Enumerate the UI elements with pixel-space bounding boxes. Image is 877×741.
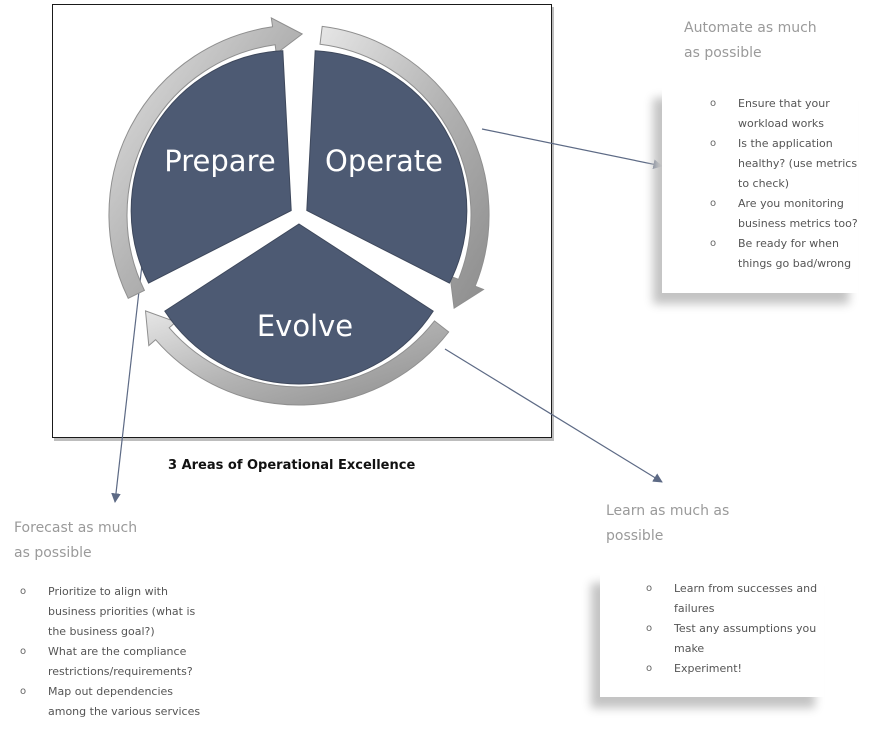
list-item: o Prioritize to align with business prio… — [20, 582, 200, 642]
bullet-icon: o — [646, 583, 653, 594]
bullet-line: things go bad/wrong — [738, 257, 852, 270]
list-item: o Be ready for when things go bad/wrong — [710, 234, 858, 274]
bullet-icon: o — [710, 98, 717, 109]
bullet-line: Are you monitoring — [738, 197, 844, 210]
bullet-line: business priorities (what is — [48, 605, 196, 618]
heading-automate-line2: as possible — [684, 45, 762, 61]
bullet-icon: o — [646, 623, 653, 634]
bullet-line: the business goal?) — [48, 625, 155, 638]
segment-label-prepare: Prepare — [164, 144, 275, 178]
segment-label-operate: Operate — [325, 144, 443, 178]
bullet-line: Learn from successes and — [674, 582, 818, 595]
heading-learn-line2: possible — [606, 528, 664, 544]
heading-forecast: Forecast as much as possible — [14, 516, 137, 566]
bullet-line: restrictions/requirements? — [48, 665, 193, 678]
bullet-icon: o — [710, 238, 717, 249]
heading-automate: Automate as much as possible — [684, 16, 817, 66]
bullet-line: make — [674, 642, 705, 655]
list-item: o Is the application healthy? (use metri… — [710, 134, 858, 194]
bullet-icon: o — [646, 663, 653, 674]
bullet-line: healthy? (use metrics — [738, 157, 858, 170]
bullet-icon: o — [20, 686, 27, 697]
bullet-icon: o — [20, 646, 27, 657]
bullet-line: Test any assumptions you — [674, 622, 817, 635]
bullet-line: to check) — [738, 177, 790, 190]
arc-arrow-prepare-to-operate — [108, 17, 304, 299]
bullet-line: among the various services — [48, 705, 201, 718]
connector-operate-to-automate — [481, 128, 663, 169]
bullet-line: Prioritize to align with — [48, 585, 168, 598]
bullet-line: failures — [674, 602, 715, 615]
cycle-arrows — [108, 17, 490, 406]
heading-learn: Learn as much as possible — [606, 499, 729, 549]
list-item: o Are you monitoring business metrics to… — [710, 194, 858, 234]
list-item: o Experiment! — [646, 659, 817, 679]
segment-prepare — [130, 50, 292, 284]
heading-forecast-line2: as possible — [14, 545, 92, 561]
segment-evolve — [164, 223, 434, 385]
heading-automate-line1: Automate as much — [684, 20, 817, 36]
heading-learn-line1: Learn as much as — [606, 503, 730, 519]
bullet-line: What are the compliance — [48, 645, 187, 658]
bullet-line: business metrics too? — [738, 217, 858, 230]
callout-card-learn: o Learn from successes and failures o Te… — [600, 572, 824, 697]
segment-label-evolve: Evolve — [257, 309, 353, 343]
bullet-line: Be ready for when — [738, 237, 839, 250]
heading-forecast-line1: Forecast as much — [14, 520, 138, 536]
connector-evolve-to-learn — [444, 348, 663, 483]
bullet-icon: o — [20, 586, 27, 597]
list-item: o Learn from successes and failures — [646, 579, 818, 619]
callout-card-forecast: o Prioritize to align with business prio… — [0, 578, 230, 723]
bullet-line: Ensure that your — [738, 97, 830, 110]
list-item: o Map out dependencies among the various… — [20, 682, 201, 722]
arc-arrow-evolve-to-prepare — [144, 310, 450, 406]
list-item: o Test any assumptions you make — [646, 619, 817, 659]
list-item: o Ensure that your workload works — [710, 94, 858, 134]
list-item: o What are the compliance restrictions/r… — [20, 642, 200, 682]
arc-arrow-operate-to-evolve — [319, 25, 490, 310]
bullet-line: Experiment! — [674, 662, 742, 675]
bullet-line: Is the application — [738, 137, 833, 150]
bullet-icon: o — [710, 198, 717, 209]
bullet-icon: o — [710, 138, 717, 149]
diagram-caption: 3 Areas of Operational Excellence — [168, 458, 416, 473]
bullet-line: Map out dependencies — [48, 685, 174, 698]
callout-card-automate: o Ensure that your workload works o Is t… — [662, 87, 858, 293]
segment-operate — [306, 50, 468, 284]
bullet-line: workload works — [738, 117, 824, 130]
